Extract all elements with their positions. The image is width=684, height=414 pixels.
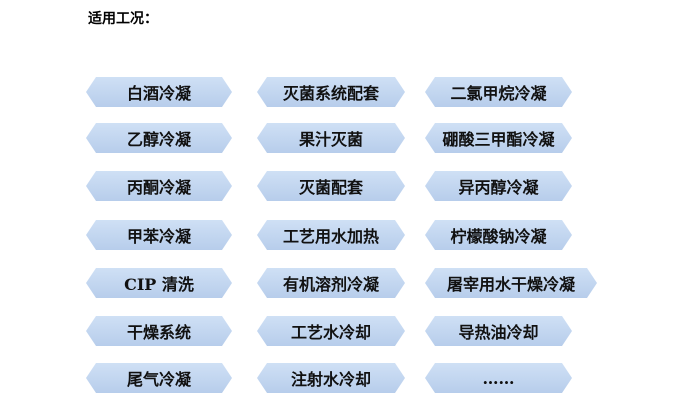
condition-tag: CIP 清洗 <box>86 268 232 298</box>
condition-tag: 灭菌配套 <box>257 171 405 201</box>
condition-tag: 灭菌系统配套 <box>257 77 405 107</box>
condition-tag: 屠宰用水干燥冷凝 <box>425 268 597 298</box>
condition-tag: 二氯甲烷冷凝 <box>425 77 572 107</box>
condition-tag: 有机溶剂冷凝 <box>257 268 405 298</box>
condition-tag: 导热油冷却 <box>425 316 572 346</box>
condition-tag: 工艺用水加热 <box>257 220 405 250</box>
condition-tag: 乙醇冷凝 <box>86 123 232 153</box>
condition-tag: 白酒冷凝 <box>86 77 232 107</box>
condition-tag: …… <box>425 363 572 393</box>
condition-tag: 工艺水冷却 <box>257 316 405 346</box>
condition-tag: 尾气冷凝 <box>86 363 232 393</box>
condition-tag: 异丙醇冷凝 <box>425 171 572 201</box>
section-title: 适用工况： <box>88 11 158 27</box>
condition-tag: 丙酮冷凝 <box>86 171 232 201</box>
condition-tag: 硼酸三甲酯冷凝 <box>425 123 572 153</box>
condition-tag: 甲苯冷凝 <box>86 220 232 250</box>
condition-tag: 果汁灭菌 <box>257 123 405 153</box>
condition-tag: 注射水冷却 <box>257 363 405 393</box>
condition-tag: 柠檬酸钠冷凝 <box>425 220 572 250</box>
condition-tag: 干燥系统 <box>86 316 232 346</box>
